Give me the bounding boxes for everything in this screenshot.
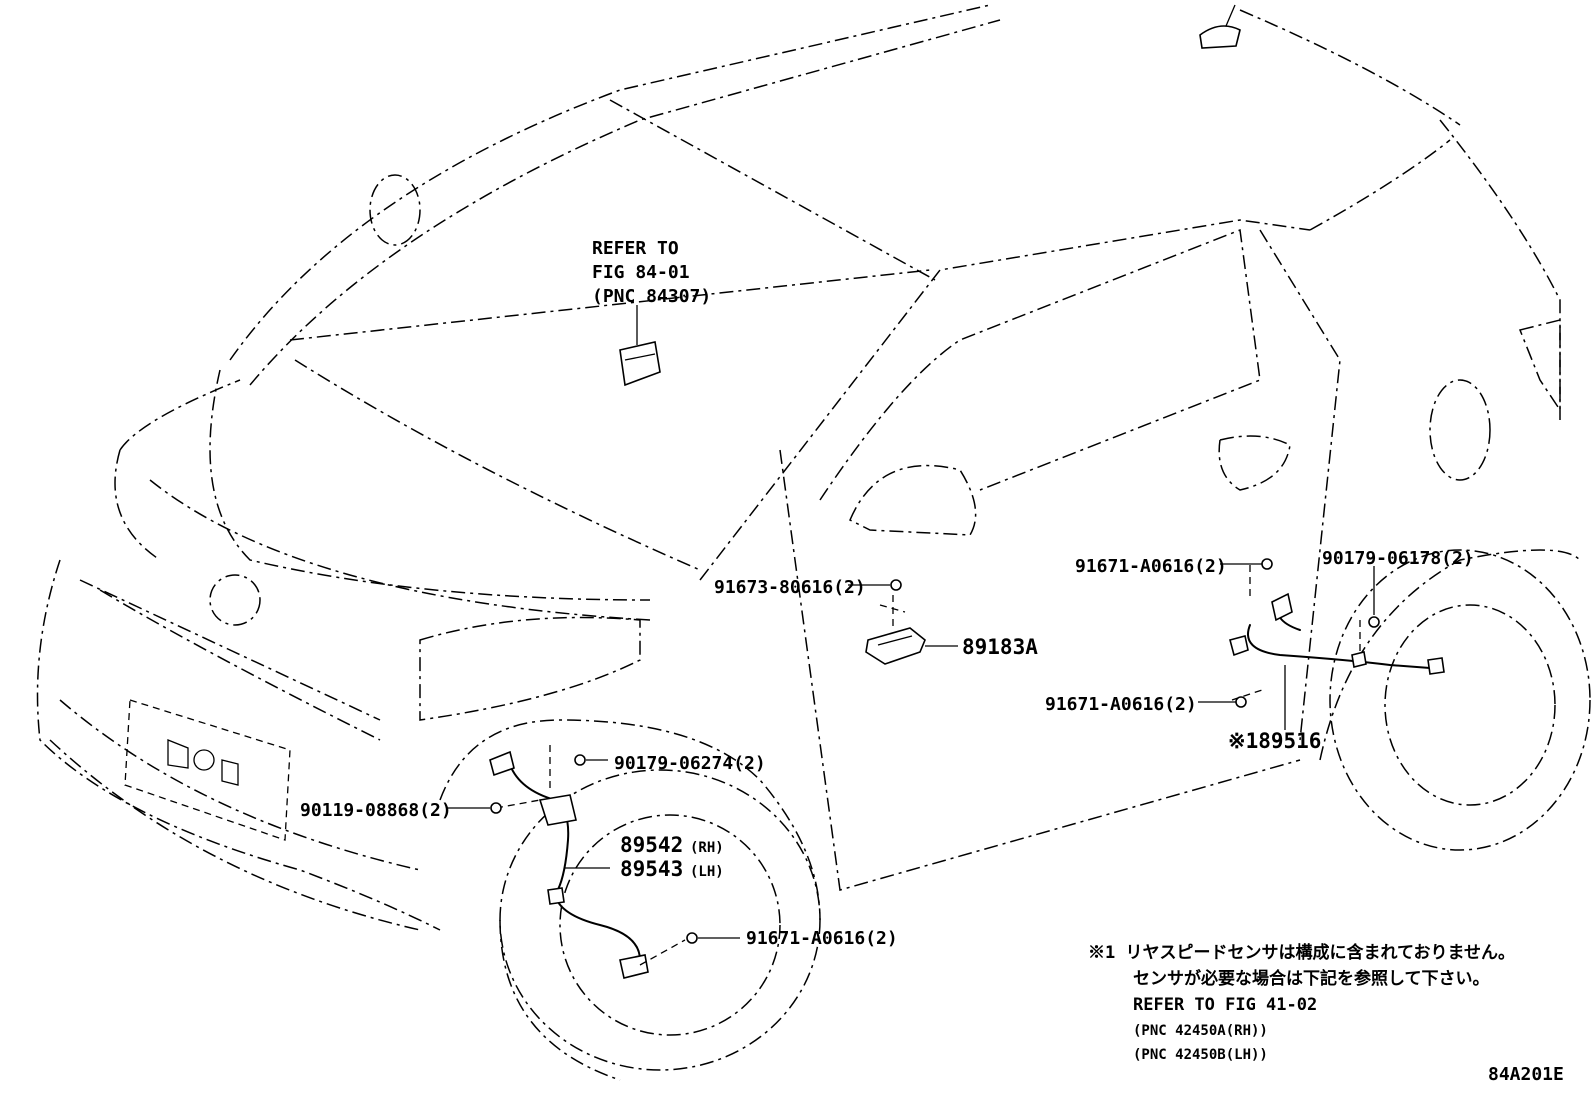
footnote-line4: (PNC 42450A(RH)): [1133, 1023, 1268, 1039]
front-speed-sensor: [489, 745, 686, 979]
refer-to-pnc: (PNC 84307): [592, 286, 711, 307]
refer-to-line1: REFER TO: [592, 238, 679, 259]
front-wheel: [439, 719, 821, 1081]
callout-90119-08868[interactable]: 90119-08868(2): [300, 800, 452, 821]
footnote-line2: センサが必要な場合は下記を参照して下さい。: [1133, 968, 1490, 989]
callout-91673-80616[interactable]: 91673-80616(2): [714, 577, 866, 598]
callout-90179-06274[interactable]: 90179-06274(2): [614, 753, 766, 774]
bracket-89183A: [865, 595, 958, 665]
harness-89516: [1229, 565, 1445, 730]
rear-wheel: [1319, 549, 1591, 851]
callout-89516[interactable]: ※189516: [1228, 729, 1321, 753]
callout-89183A[interactable]: 89183A: [962, 635, 1038, 659]
car-body-outline: [36, 4, 1561, 931]
refer-to-fig: FIG 84-01: [592, 262, 690, 283]
part-89543: 89543: [620, 857, 683, 881]
bolt-91671-lower-icon: [686, 932, 740, 944]
referenced-sensor-part: [619, 305, 661, 387]
refer-to-block[interactable]: REFER TO FIG 84-01 (PNC 84307): [592, 238, 711, 307]
part-89543-side: (LH): [690, 864, 724, 880]
bolt-91671-middle-icon: [1198, 696, 1247, 708]
callout-89542-89543[interactable]: 89542 (RH) 89543 (LH): [620, 833, 724, 881]
bolt-91671-upper-icon: [1220, 558, 1273, 570]
nut-90179-06274-icon: [574, 754, 608, 766]
footnote-line3[interactable]: REFER TO FIG 41-02: [1133, 995, 1317, 1015]
part-89542-side: (RH): [690, 840, 724, 856]
nut-90179-06178-icon: [1368, 566, 1380, 628]
callout-91671-A0616-upper[interactable]: 91671-A0616(2): [1075, 556, 1227, 577]
bolt-91673-icon: [848, 579, 902, 591]
figure-id: 84A201E: [1488, 1064, 1564, 1085]
callout-91671-A0616-lower[interactable]: 91671-A0616(2): [746, 928, 898, 949]
footnote: ※1 リヤスピードセンサは構成に含まれておりません。 センサが必要な場合は下記を…: [1088, 942, 1515, 1063]
callout-90179-06178[interactable]: 90179-06178(2): [1322, 548, 1474, 569]
clip-90119-icon: [446, 802, 502, 814]
part-89542: 89542: [620, 833, 683, 857]
footnote-line1: ※1 リヤスピードセンサは構成に含まれておりません。: [1088, 942, 1515, 963]
footnote-line5: (PNC 42450B(LH)): [1133, 1047, 1268, 1063]
callout-91671-A0616-middle[interactable]: 91671-A0616(2): [1045, 694, 1197, 715]
